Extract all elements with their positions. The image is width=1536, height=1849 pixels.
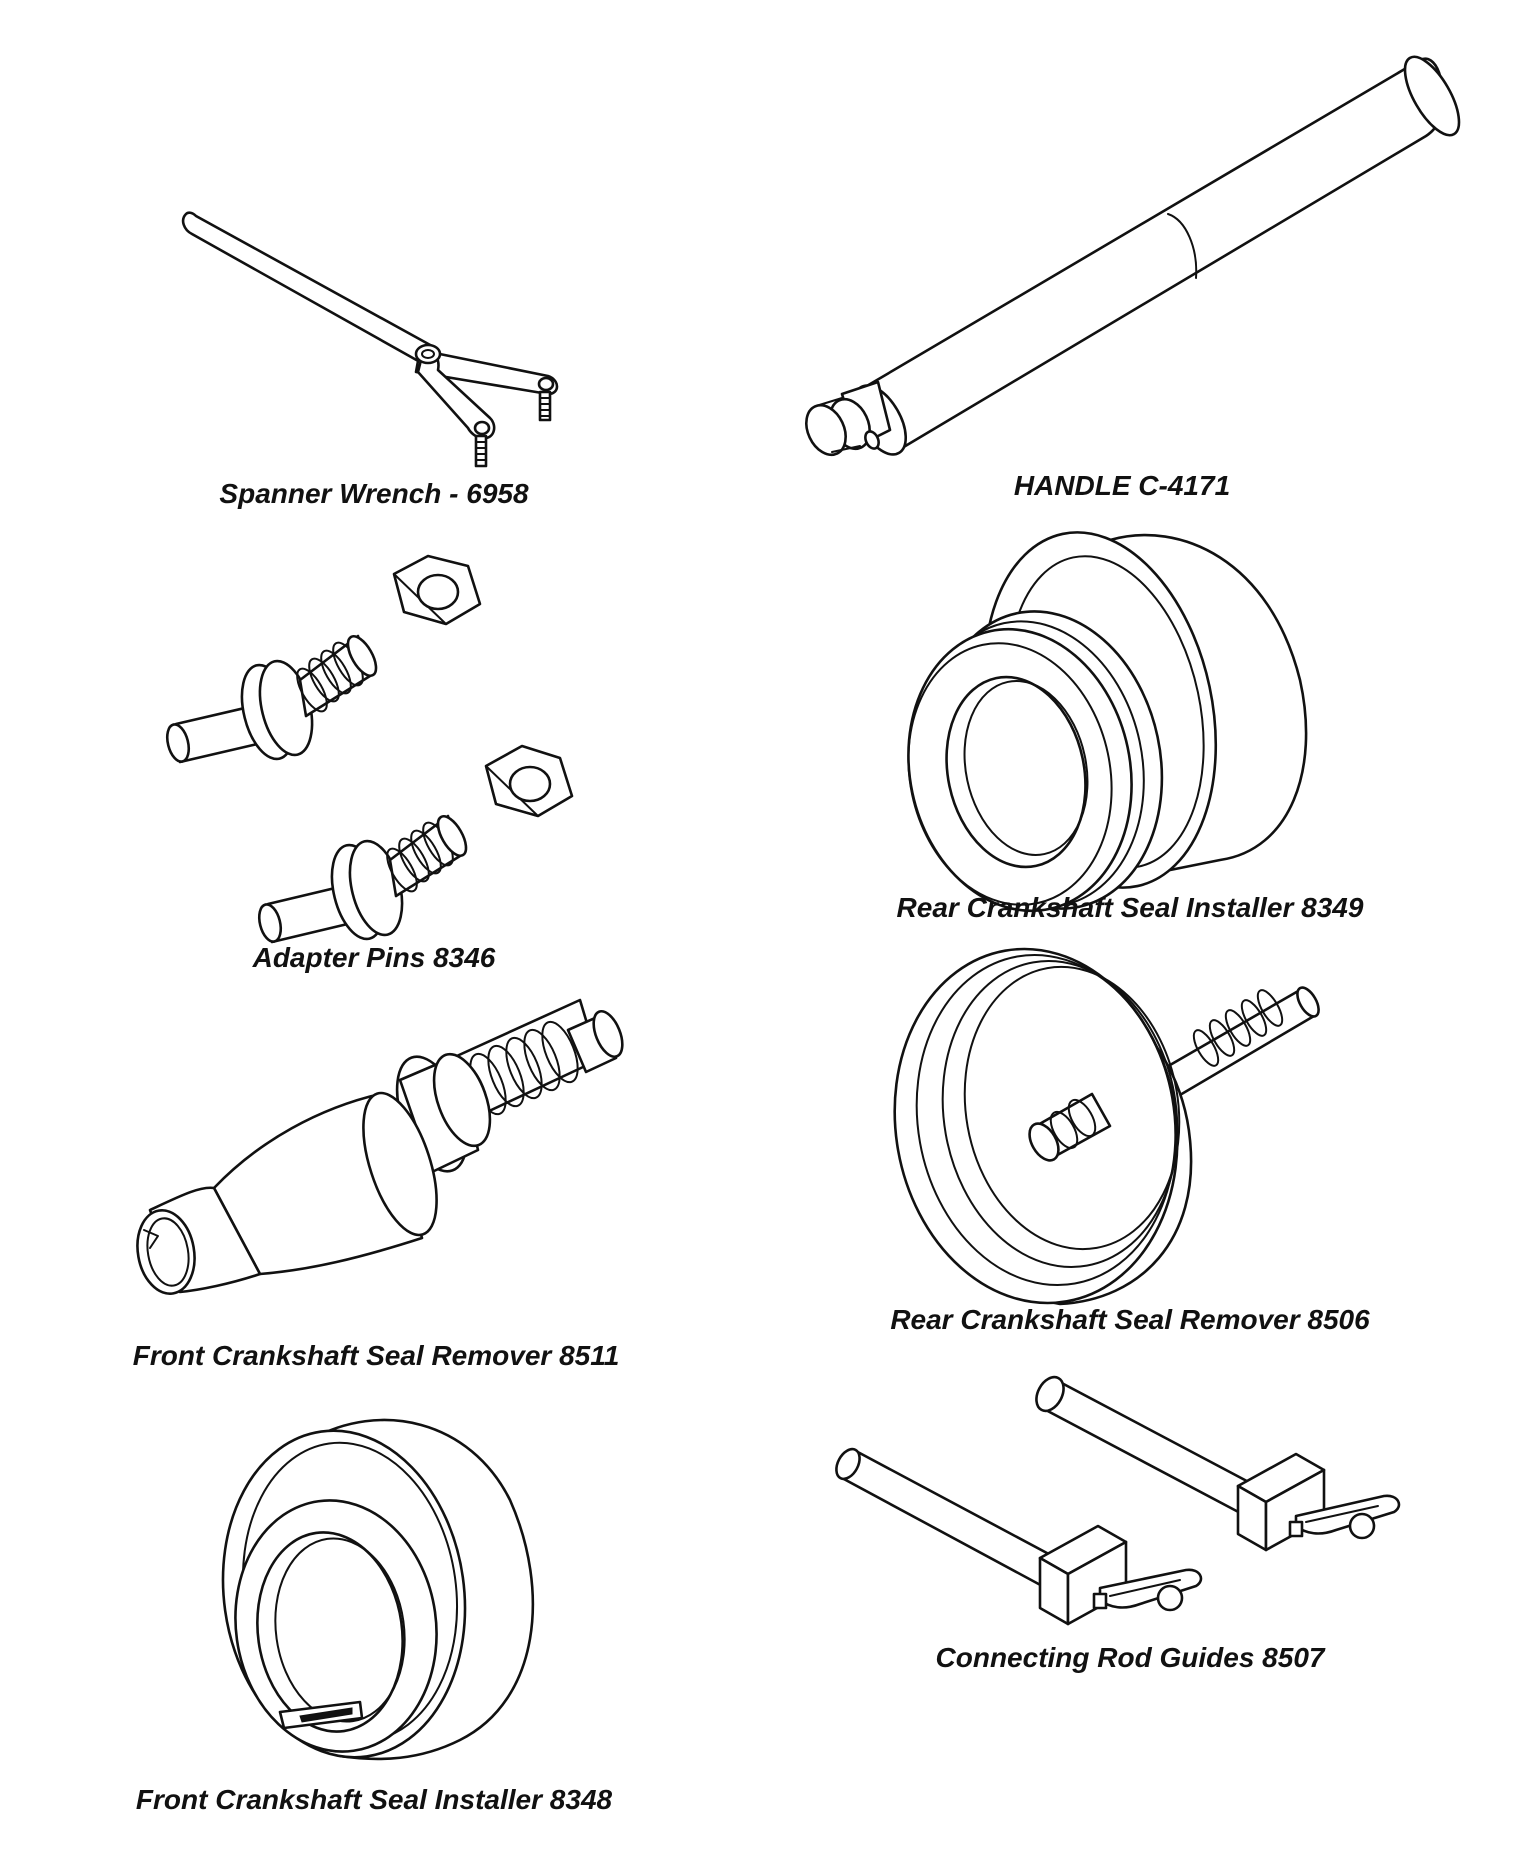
- caption-rear-seal-installer: Rear Crankshaft Seal Installer 8349: [896, 892, 1364, 923]
- handle-icon: [805, 55, 1461, 457]
- caption-front-seal-remover: Front Crankshaft Seal Remover 8511: [132, 1340, 620, 1371]
- rear-seal-installer-icon: [907, 531, 1308, 913]
- spanner-wrench-icon: [181, 211, 559, 468]
- caption-spanner-wrench: Spanner Wrench - 6958: [219, 478, 529, 509]
- caption-front-seal-installer: Front Crankshaft Seal Installer 8348: [135, 1784, 613, 1815]
- caption-connecting-rod-guides: Connecting Rod Guides 8507: [935, 1642, 1325, 1673]
- adapter-pins-icon: [165, 554, 574, 944]
- connecting-rod-guides-icon: [835, 1375, 1401, 1626]
- rear-seal-remover-icon: [893, 947, 1320, 1306]
- caption-handle: HANDLE C-4171: [1013, 470, 1231, 501]
- front-seal-installer-icon: [221, 1418, 535, 1761]
- caption-adapter-pins: Adapter Pins 8346: [252, 942, 496, 973]
- caption-rear-seal-remover: Rear Crankshaft Seal Remover 8506: [890, 1304, 1370, 1335]
- front-seal-remover-icon: [136, 998, 624, 1295]
